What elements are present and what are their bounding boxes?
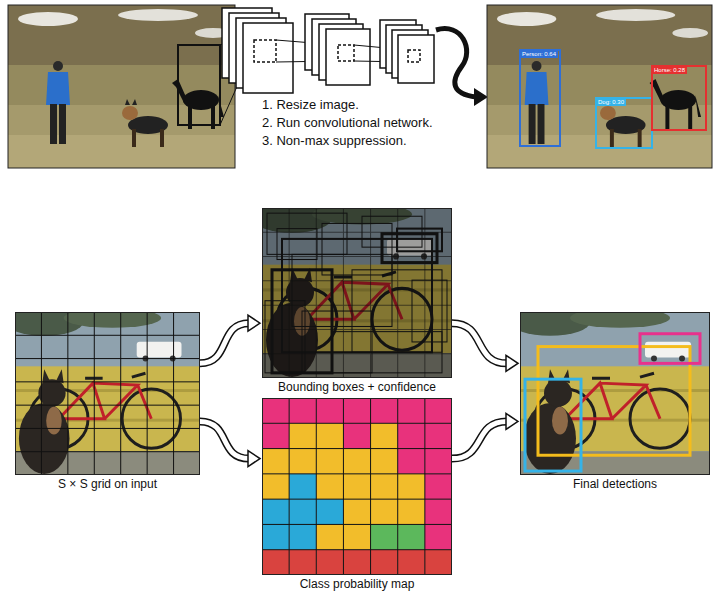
- final-photo: [510, 308, 710, 475]
- class-cell: [316, 499, 343, 524]
- class-cell: [262, 474, 289, 499]
- class-cell: [316, 474, 343, 499]
- class-cell: [425, 499, 452, 524]
- panel-caption: S × S grid on input: [55, 477, 160, 491]
- connector-outline: [200, 323, 249, 363]
- flow-arrow: [436, 29, 488, 106]
- class-cell: [398, 423, 425, 448]
- class-cell: [371, 524, 398, 549]
- class-cell: [262, 524, 289, 549]
- output-photo: [487, 5, 712, 168]
- panel-caption: Class probability map: [297, 577, 418, 591]
- connector-body: [452, 421, 507, 458]
- panel-caption: Final detections: [570, 477, 660, 491]
- class-cell: [371, 474, 398, 499]
- class-cell: [289, 398, 316, 423]
- flow-connector: [452, 323, 518, 371]
- class-cell: [343, 474, 370, 499]
- class-cell: [262, 449, 289, 474]
- class-cell: [371, 449, 398, 474]
- class-cell: [425, 550, 452, 575]
- class-cell: [343, 524, 370, 549]
- class-cell: [343, 499, 370, 524]
- class-cell: [371, 398, 398, 423]
- grid-photo: [5, 308, 200, 475]
- class-cell: [289, 499, 316, 524]
- class-cell: [398, 449, 425, 474]
- class-cell: [371, 499, 398, 524]
- class-cell: [316, 550, 343, 575]
- class-cell: [343, 398, 370, 423]
- class-cell: [316, 524, 343, 549]
- connector-body: [200, 421, 249, 458]
- class-cell: [425, 474, 452, 499]
- step-text: 3. Non-max suppression.: [262, 132, 407, 150]
- class-cell: [371, 550, 398, 575]
- arrow-head: [506, 413, 518, 429]
- detection-tag: Dog: 0.30: [596, 98, 626, 106]
- class-cell: [425, 398, 452, 423]
- class-cell: [262, 550, 289, 575]
- class-cell: [289, 449, 316, 474]
- arrow-head: [506, 355, 518, 371]
- class-cell: [262, 423, 289, 448]
- input-photo: [8, 5, 235, 168]
- class-cell: [262, 499, 289, 524]
- class-cell: [398, 550, 425, 575]
- class-cell: [343, 423, 370, 448]
- class-cell: [425, 449, 452, 474]
- image-panel: Final detections: [520, 312, 710, 475]
- class-cell: [343, 550, 370, 575]
- connector-body: [200, 323, 249, 363]
- class-cell: [289, 474, 316, 499]
- step-text: 2. Run convolutional network.: [262, 114, 433, 132]
- class-cell: [316, 398, 343, 423]
- class-cell: [343, 449, 370, 474]
- detection-tag: Horse: 0.28: [652, 66, 687, 74]
- arrow-head: [248, 451, 260, 467]
- connector-outline: [452, 421, 507, 458]
- class-cell: [316, 449, 343, 474]
- image-panel: Bounding boxes + confidence: [262, 208, 452, 378]
- class-cell: [289, 423, 316, 448]
- panel-caption: Bounding boxes + confidence: [275, 380, 439, 394]
- cnn-layers: [220, 8, 434, 125]
- class-cell: [371, 423, 398, 448]
- arrow-head: [248, 315, 260, 331]
- image-panel: S × S grid on input: [15, 312, 200, 475]
- class-cell: [398, 499, 425, 524]
- step-text: 1. Resize image.: [262, 96, 359, 114]
- connector-outline: [200, 421, 249, 458]
- detection-tag: Person: 0.64: [520, 50, 558, 58]
- class-cell: [316, 423, 343, 448]
- boxes-photo: [252, 204, 452, 378]
- class-map: [262, 398, 452, 575]
- flow-connector: [200, 421, 260, 466]
- class-cell: [398, 398, 425, 423]
- class-cell: [398, 524, 425, 549]
- class-cell: [289, 550, 316, 575]
- flow-connector: [452, 413, 518, 458]
- flow-connector: [200, 315, 260, 363]
- class-cell: [262, 398, 289, 423]
- class-cell: [398, 474, 425, 499]
- class-cell: [425, 524, 452, 549]
- connector-outline: [452, 323, 507, 363]
- class-cell: [289, 524, 316, 549]
- connector-body: [452, 323, 507, 363]
- image-panel: Class probability map: [262, 398, 452, 575]
- class-cell: [425, 423, 452, 448]
